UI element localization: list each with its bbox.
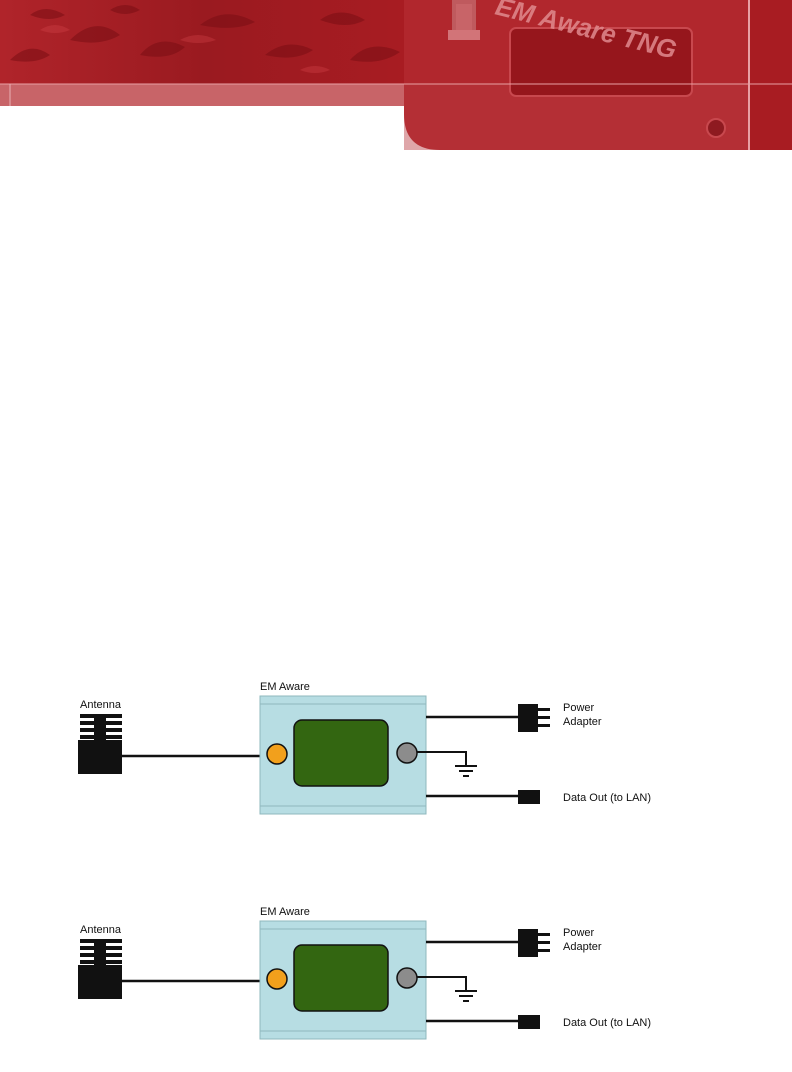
ground-port xyxy=(397,743,417,763)
antenna-icon xyxy=(78,714,122,774)
screw-icon xyxy=(707,119,725,137)
antenna-icon xyxy=(78,939,122,999)
device-screen xyxy=(294,720,388,786)
power-label-line2: Adapter xyxy=(563,716,602,728)
data-out-label: Data Out (to LAN) xyxy=(563,1017,651,1029)
data-out-label: Data Out (to LAN) xyxy=(563,792,651,804)
power-label-line1: Power xyxy=(563,927,595,939)
antenna-port xyxy=(267,744,287,764)
em-aware-device xyxy=(260,696,426,814)
header-banner: EM Aware TNG xyxy=(0,0,792,150)
power-adapter-icon xyxy=(518,929,550,957)
banner-light-strip xyxy=(0,84,408,106)
device-label: EM Aware xyxy=(260,906,310,918)
lan-connector-icon xyxy=(518,790,540,804)
antenna-port xyxy=(267,969,287,989)
device-screen xyxy=(294,945,388,1011)
power-label-line1: Power xyxy=(563,702,595,714)
antenna-label: Antenna xyxy=(80,699,122,711)
em-aware-device xyxy=(260,921,426,1039)
device-label: EM Aware xyxy=(260,681,310,693)
power-adapter-icon xyxy=(518,704,550,732)
banner-right-block xyxy=(750,0,792,150)
antenna-connector-photo xyxy=(448,0,480,40)
power-label-line2: Adapter xyxy=(563,941,602,953)
antenna-label: Antenna xyxy=(80,924,122,936)
ground-port xyxy=(397,968,417,988)
lan-connector-icon xyxy=(518,1015,540,1029)
wiring-diagram-2: Antenna EM Aware Power Adapter Data Out … xyxy=(0,897,792,1072)
wiring-diagram-1: Antenna EM Aware Power Adapter Data Out … xyxy=(0,672,792,847)
